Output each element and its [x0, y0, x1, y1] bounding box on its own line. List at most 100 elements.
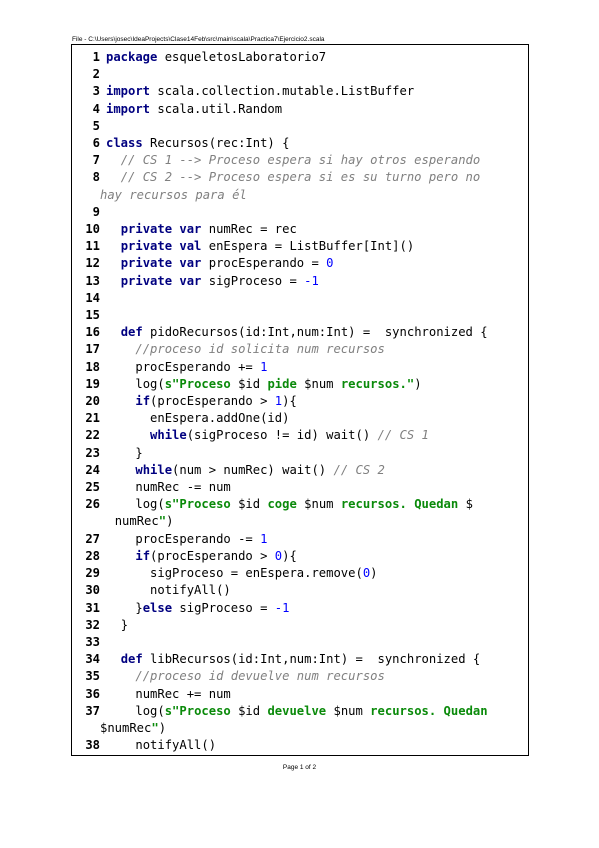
code-text	[100, 118, 528, 135]
code-token: procEsperando +=	[106, 359, 261, 374]
code-line-continuation: numRec")	[72, 513, 528, 530]
code-string: s"Proceso	[164, 376, 239, 391]
code-line: 25 numRec -= num	[72, 479, 528, 496]
code-text	[100, 204, 528, 221]
code-text: numRec -= num	[100, 479, 528, 496]
code-token	[106, 652, 121, 666]
code-string: s"Proceso	[164, 703, 239, 718]
code-text: private val enEspera = ListBuffer[Int]()	[100, 238, 528, 255]
code-text: log(s"Proceso $id pide $num recursos.")	[100, 376, 528, 393]
code-text: if(procEsperando > 0){	[100, 548, 528, 565]
line-number: 5	[92, 118, 100, 133]
code-line: 20 if(procEsperando > 1){	[72, 393, 528, 410]
code-keyword: while	[135, 462, 173, 477]
line-number: 29	[85, 566, 100, 581]
line-number: 2	[92, 67, 100, 82]
code-line: 15	[72, 307, 528, 324]
code-number: 0	[326, 256, 334, 271]
code-token: numRec	[100, 514, 159, 529]
code-token: sigProceso = enEspera.remove(	[106, 566, 363, 581]
code-text: // CS 1 --> Proceso espera si hay otros …	[100, 152, 528, 169]
code-token	[106, 428, 150, 442]
code-token: procEsperando -=	[106, 531, 261, 546]
line-number: 34	[85, 652, 100, 667]
code-text: // CS 2 --> Proceso espera si es su turn…	[100, 169, 528, 186]
code-text: }else sigProceso = -1	[100, 600, 528, 617]
code-comment: // CS 1 --> Proceso espera si hay otros …	[120, 153, 481, 168]
code-token	[106, 394, 135, 408]
code-keyword: import	[106, 101, 151, 116]
code-line: 19 log(s"Proceso $id pide $num recursos.…	[72, 376, 528, 393]
code-token: (num > numRec) wait()	[172, 462, 334, 477]
line-number: 22	[85, 428, 100, 443]
code-number: 1	[274, 394, 283, 409]
line-number: 19	[85, 376, 100, 391]
code-token: enEspera = ListBuffer[Int]()	[201, 239, 415, 254]
line-number: 21	[85, 411, 100, 426]
code-token: $num	[304, 376, 334, 391]
code-line: 31 }else sigProceso = -1	[72, 600, 528, 617]
code-token: log(	[106, 497, 165, 512]
code-token	[106, 669, 135, 683]
code-text: def pidoRecursos(id:Int,num:Int) = synch…	[100, 324, 528, 341]
code-text: log(s"Proceso $id coge $num recursos. Qu…	[100, 496, 528, 513]
code-line: 33	[72, 634, 528, 651]
code-line: 23 }	[72, 445, 528, 462]
line-number: 27	[85, 531, 100, 546]
code-token: )	[370, 566, 378, 581]
line-number: 32	[85, 617, 100, 632]
code-comment: //proceso id solicita num recursos	[135, 342, 385, 357]
code-token: $numRec	[100, 720, 152, 735]
code-string: recursos. Quedan	[333, 497, 466, 512]
page-number: Page 1 of 2	[282, 764, 317, 771]
code-line: 26 log(s"Proceso $id coge $num recursos.…	[72, 496, 528, 513]
code-token: $num	[304, 497, 334, 512]
code-string: recursos. Quedan	[362, 703, 488, 718]
code-text: numRec += num	[100, 686, 528, 703]
code-line: 17 //proceso id solicita num recursos	[72, 341, 528, 358]
line-number: 14	[85, 290, 100, 305]
code-token: $	[465, 497, 473, 512]
line-number: 9	[92, 204, 100, 219]
line-number: 1	[92, 50, 100, 64]
line-number	[72, 720, 100, 737]
code-number: -1	[274, 600, 290, 615]
code-text: numRec")	[100, 513, 528, 530]
code-comment: hay recursos para él	[100, 187, 247, 202]
code-token	[106, 463, 135, 477]
code-text: }	[100, 617, 528, 634]
code-token	[106, 325, 121, 339]
code-text: notifyAll()	[100, 582, 528, 599]
code-line: 14	[72, 290, 528, 307]
code-comment: // CS 2	[333, 462, 385, 477]
code-token: }	[106, 617, 129, 632]
line-number: 17	[85, 342, 100, 357]
code-comment: //proceso id devuelve num recursos	[135, 669, 385, 684]
line-number: 4	[92, 101, 100, 116]
code-keyword: private var	[120, 222, 202, 237]
line-number: 11	[85, 239, 100, 254]
code-keyword: while	[150, 428, 187, 443]
line-number: 33	[85, 634, 100, 649]
code-token: Recursos(rec:Int) {	[142, 136, 290, 151]
code-keyword: def	[120, 325, 143, 340]
code-text: procEsperando -= 1	[100, 531, 528, 548]
code-string: "	[151, 720, 159, 735]
line-number: 15	[85, 308, 100, 323]
code-string: pide	[260, 376, 305, 391]
code-token	[106, 170, 121, 184]
file-path-header: File - C:\Users\josec\IdeaProjects\Clase…	[72, 36, 325, 43]
code-token: esqueletosLaboratorio7	[157, 50, 327, 64]
code-token: scala.collection.mutable.ListBuffer	[150, 84, 415, 99]
code-line: 30 notifyAll()	[72, 582, 528, 599]
code-text: import scala.util.Random	[100, 101, 528, 118]
code-token: procEsperando =	[201, 256, 327, 271]
code-token: )	[166, 514, 174, 529]
code-text: while(sigProceso != id) wait() // CS 1	[100, 427, 528, 444]
code-token: (procEsperando >	[150, 394, 275, 409]
code-line: 21 enEspera.addOne(id)	[72, 410, 528, 427]
code-token: $id	[238, 497, 261, 512]
